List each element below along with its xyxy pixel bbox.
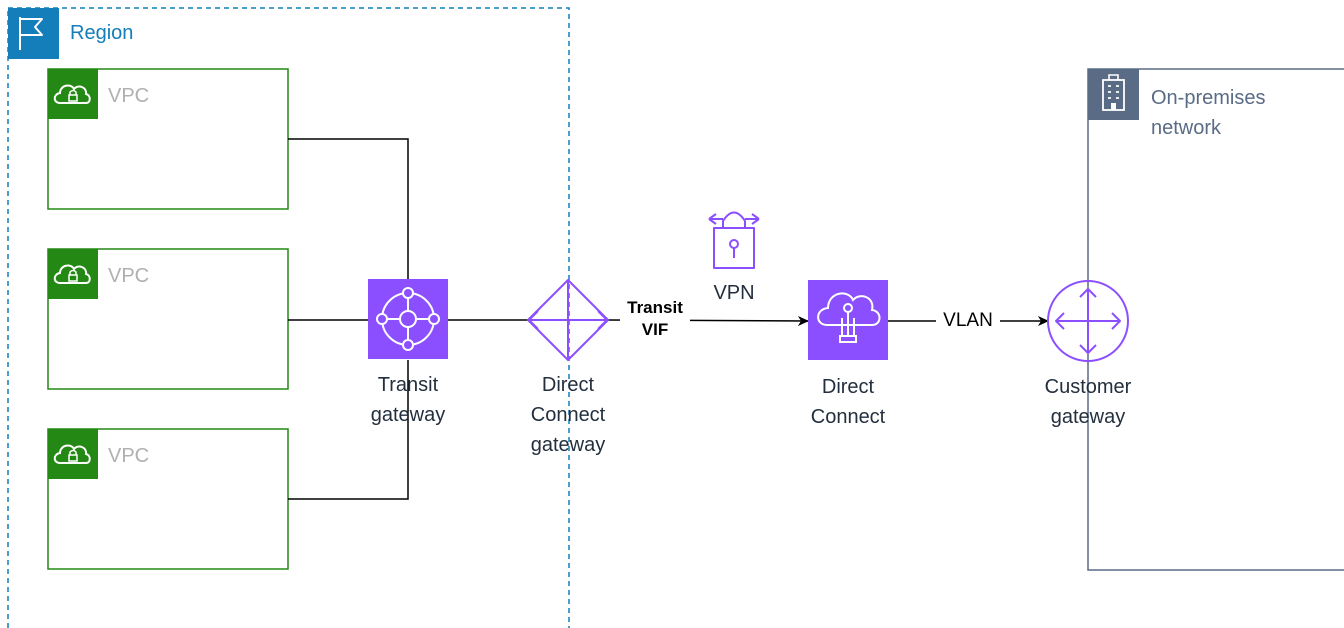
- transit-gateway-icon: [368, 279, 448, 359]
- vpn-label: VPN: [713, 282, 755, 304]
- region-flag-icon: [8, 8, 59, 59]
- transit-vif-label-line2: VIF: [641, 320, 669, 339]
- dx-gateway-label: Direct Connect gateway: [508, 370, 628, 460]
- on-premises-title: On-premises network: [1151, 83, 1265, 143]
- vpc-cloud-lock-icon: [48, 69, 98, 119]
- on-premises-title-line1: On-premises: [1151, 87, 1266, 109]
- region-border: [7, 7, 570, 628]
- customer-gateway-label-line1: Customer: [1044, 376, 1132, 398]
- vpc-box-3: [47, 428, 289, 570]
- region-title: Region: [70, 22, 134, 44]
- dx-gateway-label-line1: Direct: [541, 374, 595, 396]
- building-icon: [1088, 69, 1139, 120]
- vpc-label-1: VPC: [108, 85, 150, 107]
- vpc1-to-transit-gateway-line: [288, 138, 409, 279]
- vpc-cloud-lock-icon: [48, 429, 98, 479]
- transit-gateway-label-line1: Transit: [377, 374, 439, 396]
- direct-connect-label: Direct Connect: [788, 372, 908, 432]
- transit-vif-label-line1: Transit: [627, 298, 683, 317]
- customer-gateway-icon: [1047, 280, 1129, 362]
- vpc-box-2: [47, 248, 289, 390]
- customer-gateway-label-line2: gateway: [1050, 406, 1126, 428]
- vpc-label-3: VPC: [108, 445, 150, 467]
- vpn-lock-icon: [708, 211, 760, 269]
- transit-gateway-label-line2: gateway: [370, 404, 446, 426]
- vpc-label-2: VPC: [108, 265, 150, 287]
- direct-connect-icon: [808, 280, 888, 360]
- vpc-box-1: [47, 68, 289, 210]
- on-premises-group: [1087, 68, 1344, 571]
- on-premises-border: [1087, 68, 1344, 571]
- direct-connect-gateway-icon: [527, 279, 609, 361]
- direct-connect-label-line1: Direct: [821, 376, 875, 398]
- transit-gateway-label: Transit gateway: [358, 370, 458, 430]
- customer-gateway-label: Customer gateway: [1023, 372, 1153, 432]
- on-premises-title-line2: network: [1151, 117, 1222, 139]
- vpc3-to-transit-gateway-line: [288, 360, 409, 500]
- vlan-label: VLAN: [936, 310, 1000, 332]
- dx-gateway-label-line2: Connect: [530, 404, 606, 426]
- vpc-cloud-lock-icon: [48, 249, 98, 299]
- transit-vif-label: Transit VIF: [620, 297, 690, 341]
- direct-connect-label-line2: Connect: [810, 406, 886, 428]
- dx-gateway-label-line3: gateway: [530, 434, 606, 456]
- region-group: [7, 7, 570, 628]
